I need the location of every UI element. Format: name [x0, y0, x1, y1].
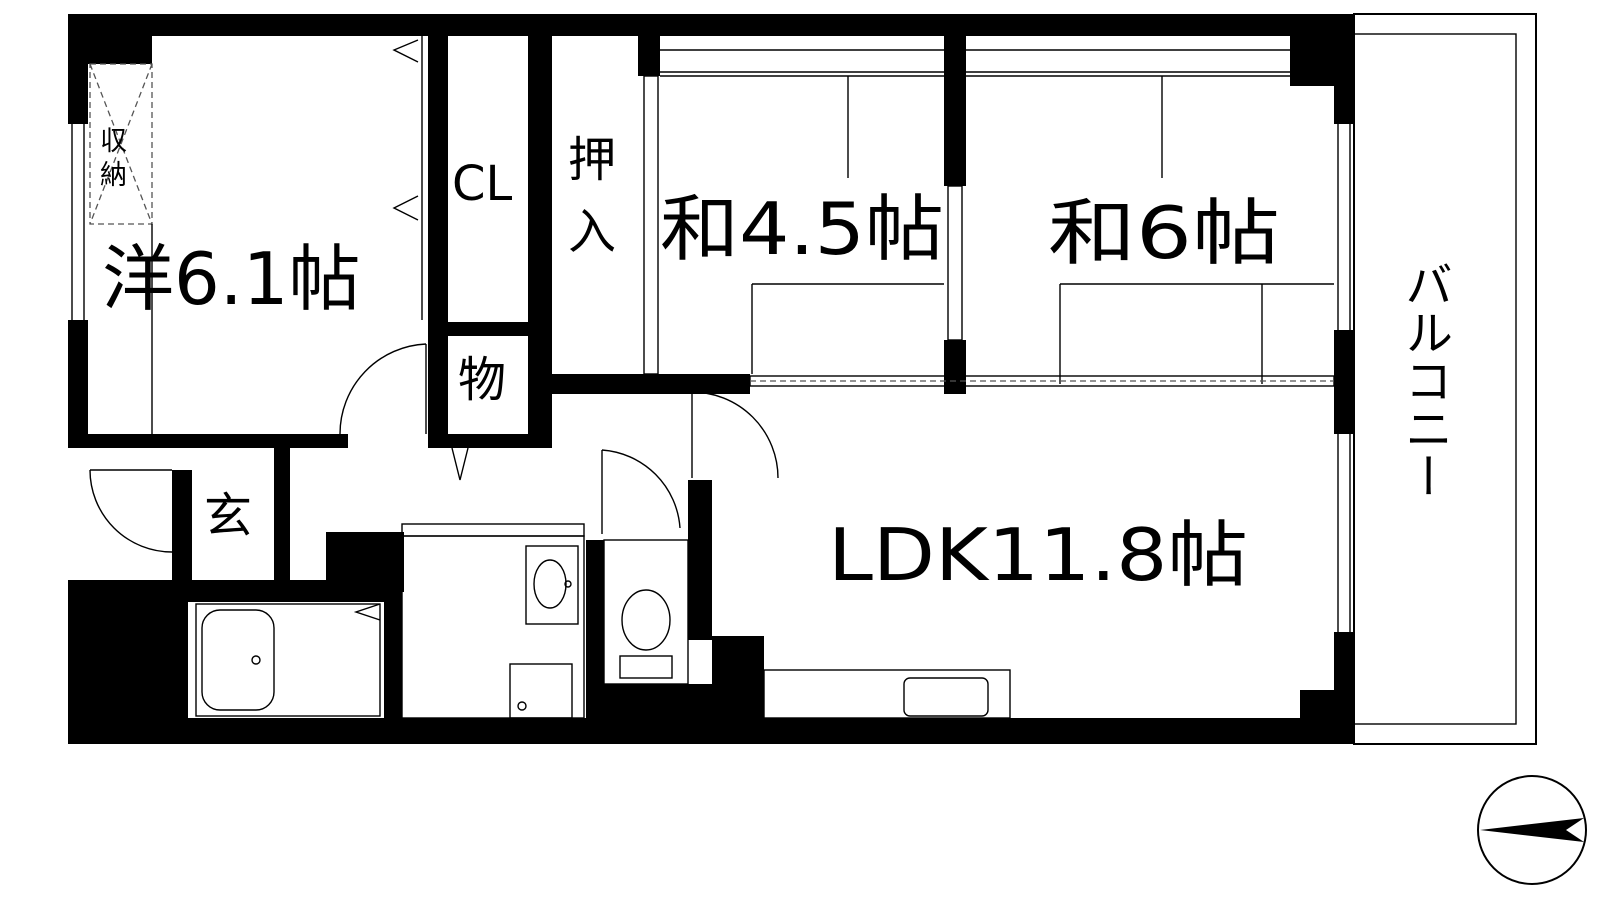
- room-label-storage-1: 収: [100, 126, 127, 157]
- wall-bath-top: [188, 580, 402, 602]
- wall-washitsu-bottom: [552, 374, 750, 394]
- wall-closet-left: [428, 36, 448, 448]
- fusuma-washitsu: [947, 185, 963, 341]
- storage-door-mark: [451, 447, 469, 481]
- room-label-entrance: 玄: [204, 488, 252, 544]
- storage-outline: [89, 63, 153, 225]
- wall-bottom: [68, 718, 1354, 744]
- wall-top: [68, 14, 1354, 36]
- room-label-japanese-large: 和6帖: [1048, 191, 1280, 275]
- closet-door-mark: [392, 195, 419, 221]
- door-toilet: [601, 449, 681, 534]
- wall-western-bottom: [68, 434, 348, 448]
- wall-left-upper: [68, 14, 88, 124]
- wall-closet-bottom: [428, 434, 552, 448]
- washroom-sliding-door: [401, 523, 585, 537]
- wall-oshiire-right: [638, 36, 660, 76]
- wall-right-mid: [1334, 330, 1354, 434]
- room-label-japanese-small: 和4.5帖: [660, 187, 944, 271]
- washroom-room: [401, 535, 585, 719]
- corner-block-br: [1300, 690, 1334, 718]
- fusuma-oshiire: [643, 75, 659, 375]
- wall-kitchen-block: [712, 636, 764, 718]
- bathtub-icon: [195, 603, 381, 717]
- wall-left-lower: [68, 580, 188, 744]
- balcony-inner: [1353, 33, 1517, 725]
- room-label-ldk: LDK11.8帖: [828, 513, 1248, 597]
- wall-closet-right: [528, 36, 552, 448]
- wall-toilet-bottom: [586, 684, 714, 718]
- door-entrance: [89, 469, 173, 553]
- wall-washitsu-divider-top: [944, 36, 966, 186]
- corner-block-tr: [1290, 36, 1334, 86]
- wall-right-bot: [1334, 632, 1354, 744]
- bath-door-mark: [353, 603, 381, 621]
- wall-closet-mid: [428, 322, 552, 336]
- north-arrow-icon: [1477, 775, 1587, 885]
- room-label-storage-2: 納: [100, 160, 127, 191]
- wall-ldk-left: [688, 480, 712, 640]
- wall-bath-right: [384, 592, 402, 718]
- room-label-balcony: バルコニー: [1396, 260, 1452, 500]
- door-ldk: [691, 391, 779, 479]
- room-label-oshiire-1: 押: [568, 132, 616, 188]
- toilet-icon: [603, 539, 689, 685]
- wall-genkan-left: [172, 470, 192, 582]
- wall-genkan-right: [274, 448, 290, 582]
- kitchen-sink-icon: [763, 669, 1011, 719]
- room-label-oshiire-2: 入: [568, 204, 616, 260]
- washer-pan-icon: [509, 663, 573, 719]
- sink-icon: [525, 545, 579, 625]
- room-label-closet: CL: [452, 156, 513, 212]
- wall-right-top: [1334, 14, 1354, 124]
- wall-left-mid: [68, 320, 88, 446]
- room-label-western: 洋6.1帖: [102, 237, 361, 321]
- wall-toilet-left: [586, 540, 604, 718]
- storage-cross: [89, 63, 153, 225]
- door-western: [339, 343, 427, 435]
- closet-door-mark: [392, 39, 419, 63]
- room-label-mono: 物: [458, 352, 506, 408]
- corner-block-tl: [88, 36, 152, 64]
